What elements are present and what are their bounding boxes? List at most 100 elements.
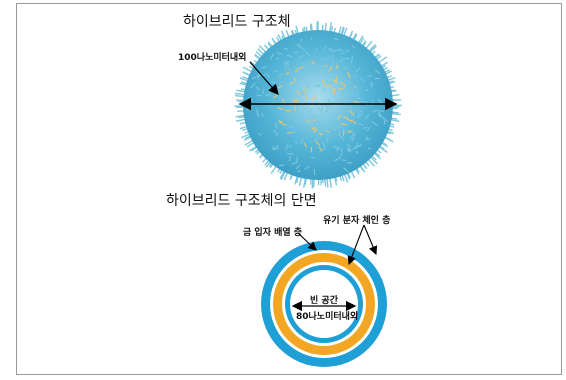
- sphere-texture-stroke: [262, 89, 264, 94]
- sphere-texture-stroke: [305, 120, 310, 123]
- sphere-texture-stroke: [272, 146, 274, 151]
- sphere-texture-stroke: [332, 79, 339, 84]
- sphere-texture-stroke: [307, 84, 311, 89]
- sphere-texture-stroke: [332, 49, 340, 52]
- sphere-texture-stroke: [340, 147, 343, 153]
- sphere-texture-stroke: [312, 114, 318, 118]
- sphere-texture-stroke: [326, 137, 329, 143]
- sphere-texture-stroke: [351, 45, 356, 49]
- sphere-texture-stroke: [295, 164, 301, 170]
- sphere-texture-stroke: [272, 94, 278, 99]
- sphere-texture-stroke: [346, 131, 351, 134]
- sphere-texture-stroke: [353, 86, 357, 88]
- sphere-texture-stroke: [374, 69, 381, 75]
- sphere-texture-stroke: [347, 71, 351, 79]
- sphere-texture-stroke: [311, 127, 316, 131]
- sphere-texture-stroke: [348, 109, 355, 116]
- sphere-texture-stroke: [331, 126, 337, 132]
- sphere-texture-stroke: [319, 148, 325, 152]
- sphere-texture-stroke: [338, 47, 344, 53]
- organic-layer-label: 유기 분자 체인 층: [323, 216, 391, 226]
- sphere-texture-stroke: [274, 122, 278, 129]
- sphere-texture-stroke: [256, 112, 260, 118]
- sphere-title: 하이브리드 구조체: [183, 14, 291, 30]
- sphere-texture-stroke: [343, 167, 349, 173]
- sphere-texture-stroke: [288, 144, 292, 148]
- sphere-texture-stroke: [353, 74, 357, 79]
- sphere-texture-stroke: [377, 110, 381, 118]
- sphere-texture-stroke: [327, 47, 333, 51]
- sphere-texture-stroke: [352, 111, 355, 118]
- sphere-texture-stroke: [337, 114, 341, 121]
- sphere-texture-stroke: [304, 165, 310, 170]
- sphere-texture-stroke: [323, 46, 327, 50]
- sphere-texture-stroke: [350, 119, 357, 124]
- sphere-texture-stroke: [333, 37, 339, 41]
- sphere-texture-stroke: [331, 113, 339, 117]
- sphere-texture-stroke: [283, 47, 288, 50]
- hollow-label: 빈 공간: [310, 296, 338, 306]
- sphere-texture-stroke: [255, 86, 260, 91]
- sphere-texture-stroke: [332, 128, 337, 132]
- sphere-texture-stroke: [364, 136, 369, 141]
- inner-size-label: 80나노미터내외: [296, 312, 359, 322]
- sphere-texture-stroke: [269, 89, 272, 97]
- sphere-texture-stroke: [283, 61, 289, 64]
- sphere-texture-stroke: [328, 115, 332, 119]
- sphere-texture-stroke: [335, 64, 339, 69]
- sphere-texture-stroke: [322, 70, 326, 76]
- sphere-texture-stroke: [348, 92, 355, 96]
- sphere-texture-stroke: [294, 140, 299, 145]
- sphere-texture-stroke: [314, 140, 321, 147]
- sphere-texture-stroke: [351, 146, 358, 151]
- sphere-texture-stroke: [356, 90, 359, 97]
- sphere-texture-stroke: [346, 149, 353, 152]
- sphere-texture-stroke: [366, 126, 371, 132]
- sphere-texture-stroke: [340, 152, 343, 157]
- sphere-texture-stroke: [299, 46, 306, 52]
- sphere-texture-stroke: [379, 113, 385, 120]
- cross-section-title: 하이브리드 구조체의 단면: [166, 193, 317, 209]
- sphere-texture-stroke: [273, 69, 279, 73]
- sphere-texture-stroke: [297, 169, 301, 173]
- sphere-texture-stroke: [340, 81, 344, 86]
- sphere-texture-stroke: [342, 116, 349, 119]
- sphere-texture-stroke: [269, 53, 275, 60]
- sphere-texture-stroke: [322, 142, 326, 149]
- gold-layer-pointer: [297, 232, 317, 251]
- sphere-texture-stroke: [276, 52, 282, 55]
- sphere-texture-stroke: [324, 109, 331, 114]
- sphere-texture-stroke: [275, 57, 280, 60]
- sphere-texture-stroke: [314, 138, 319, 141]
- sphere-texture-stroke: [313, 128, 318, 133]
- sphere-texture-stroke: [367, 147, 371, 150]
- sphere-texture-stroke: [311, 60, 316, 65]
- sphere-texture-stroke: [310, 146, 313, 153]
- sphere-texture-stroke: [299, 93, 304, 96]
- sphere-texture-stroke: [317, 64, 320, 69]
- sphere-texture-stroke: [311, 119, 316, 124]
- sphere-texture-stroke: [302, 91, 306, 96]
- sphere-texture-stroke: [347, 130, 353, 133]
- sphere-texture-stroke: [278, 72, 284, 78]
- sphere-texture-stroke: [362, 126, 368, 130]
- sphere-texture-stroke: [304, 61, 311, 66]
- sphere-texture-stroke: [289, 81, 294, 85]
- sphere-texture-stroke: [335, 125, 341, 129]
- sphere-texture-stroke: [358, 123, 364, 127]
- hybrid-sphere: [234, 21, 402, 189]
- sphere-texture-stroke: [324, 65, 327, 70]
- sphere-texture-stroke: [338, 156, 342, 160]
- sphere-texture-stroke: [298, 55, 304, 59]
- size-label: 100나노미터내외: [178, 53, 247, 63]
- sphere-texture-stroke: [319, 132, 323, 136]
- organic-pointer-inner: [347, 224, 365, 266]
- sphere-texture-stroke: [294, 68, 299, 73]
- sphere-texture-stroke: [249, 82, 256, 89]
- sphere-texture-stroke: [315, 47, 318, 52]
- sphere-texture-stroke: [354, 144, 361, 148]
- sphere-texture-stroke: [337, 87, 344, 90]
- sphere-texture-stroke: [346, 110, 351, 113]
- sphere-texture-stroke: [360, 77, 365, 82]
